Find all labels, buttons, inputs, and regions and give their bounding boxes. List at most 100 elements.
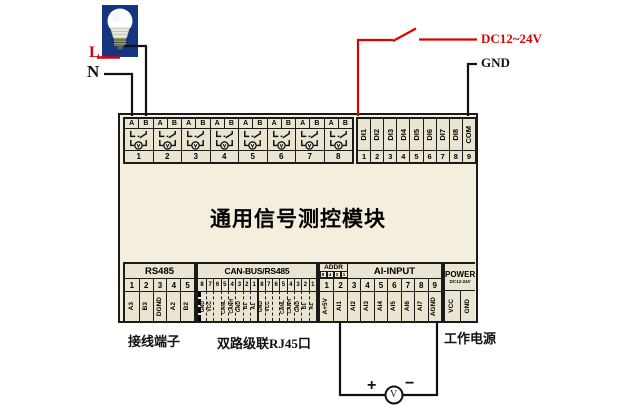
di-terminal-number: 6 [423,150,436,162]
relay-contact-icon [324,129,352,150]
di-terminal-number: 3 [384,150,397,162]
pin-number: 3 [152,279,167,291]
pin-label: VCC [206,291,214,321]
di-terminal-number: 4 [397,150,410,162]
di-terminal-label: DI7 [436,119,449,150]
pin-number: 5 [180,279,194,291]
gnd-label: GND [481,55,510,70]
pin-number: 2 [333,279,347,291]
canbus-terminal: 4 CANH [227,279,236,321]
pin-label: GND [198,291,206,321]
canbus-terminal: 1 A1 [249,279,258,321]
ai-columns: 1 A+5V 2 AI1 3 AI2 [320,279,441,321]
pin-label: AI2 [346,291,361,321]
di-terminal: DI2 2 [370,119,384,162]
di-terminal-label: DI5 [410,119,423,150]
rs485-header: RS485 [125,264,194,279]
ai-terminal: 1 A+5V [320,279,334,321]
canbus-terminal: 8 GND [198,279,206,321]
relay-output-strip: A B [123,117,354,164]
power-columns: VCC GND [445,291,476,321]
pin-number: 2 [242,279,250,291]
pin-label [213,291,221,321]
pin-label: B1 [301,291,309,321]
terminal-b: B [166,119,181,128]
rs485-terminal: 5 B2 [180,279,194,321]
ai-terminal: 7 AI6 [400,279,415,321]
di-terminal: COM 9 [461,119,475,162]
terminal-b: B [252,119,267,128]
di-terminal-label: DI4 [397,119,410,150]
pin-label: CANL [220,291,228,321]
relay-terminal-row: A B [324,119,352,129]
relay-terminal-row: A B [210,119,238,129]
canbus-terminal: 7 VCC [206,279,214,321]
pin-label: A1 [249,291,258,321]
relay-contact-icon [210,129,238,150]
bulb-screw-base [114,38,126,46]
relay-terminal-row: A B [182,119,210,129]
pin-label [271,291,280,321]
pin-number: 6 [213,279,221,291]
terminal-a: A [267,119,281,128]
relay-contact-icon [296,129,324,150]
lamp-return-wire [124,44,148,116]
digital-input-strip: DI1 1 DI2 2 DI3 3 DI4 4 [356,117,477,164]
lamp-photo-background [102,5,138,57]
pin-number: 1 [320,279,334,291]
pin-number: 8 [414,279,428,291]
terminal-a: A [324,119,338,128]
di-terminal-label: COM [462,119,475,150]
module-title: 通用信号测控模块 [210,208,386,231]
pin-label: AI1 [333,291,347,321]
di-terminal-number: 5 [410,150,423,162]
relay-contact-icon [153,129,181,150]
rs485-section: RS485 1 A3 2 B3 [123,262,196,323]
plus-label: + [367,377,377,394]
bottom-terminal-strip: RS485 1 A3 2 B3 [123,262,477,323]
di-terminal-number: 7 [436,150,449,162]
pin-number: 4 [227,279,236,291]
canbus-columns: 8 GND 7 VCC 6 [198,279,316,321]
terminal-b: B [195,119,210,128]
pin-label: AI3 [360,291,374,321]
pin-number: 4 [360,279,374,291]
terminal-b: B [337,119,352,128]
canbus-terminal: 6 [271,279,280,321]
pin-number: 7 [400,279,415,291]
canbus-terminal: 4 CANH [286,279,294,321]
canbus-terminal: 5 CANL [220,279,228,321]
canbus-terminal: 1 A1 [308,279,316,321]
pin-number: 9 [427,279,441,291]
di-terminal: DI1 1 [358,119,371,162]
dip-weight: 2 [333,271,341,278]
rs485-terminal: 3 DGND [152,279,167,321]
rs485-terminal: 2 B3 [138,279,153,321]
power-section: POWER DC12-24V VCC GND [443,262,476,323]
rs485-terminal: 1 A3 [125,279,139,321]
voltage-source-letter: V [390,389,398,400]
canbus-terminal: 8 GND [257,279,265,321]
di-terminal-number: 8 [449,150,462,162]
pin-number: 4 [286,279,294,291]
canbus-terminal: 6 [213,279,221,321]
relay-block-number: 3 [182,150,210,162]
relay-terminal-row: A B [239,119,267,129]
di-terminal-label: DI1 [358,119,371,150]
di-terminal: DI8 8 [448,119,462,162]
pin-number: 8 [198,279,206,291]
ai-terminal: 2 AI1 [333,279,347,321]
di-terminal: DI4 4 [396,119,410,162]
relay-block: A B [295,119,324,162]
di-terminal-label: DI6 [423,119,436,150]
module: A B [118,113,478,323]
pin-number: 6 [271,279,280,291]
pin-label: AI7 [414,291,428,321]
terminal-a: A [210,119,224,128]
canbus-terminal: 7 VCC [264,279,272,321]
pin-number: 2 [301,279,309,291]
ai-terminal: 5 AI4 [373,279,388,321]
canbus-terminal: 2 B1 [301,279,309,321]
annotation-terminal: 接线端子 [128,334,181,349]
